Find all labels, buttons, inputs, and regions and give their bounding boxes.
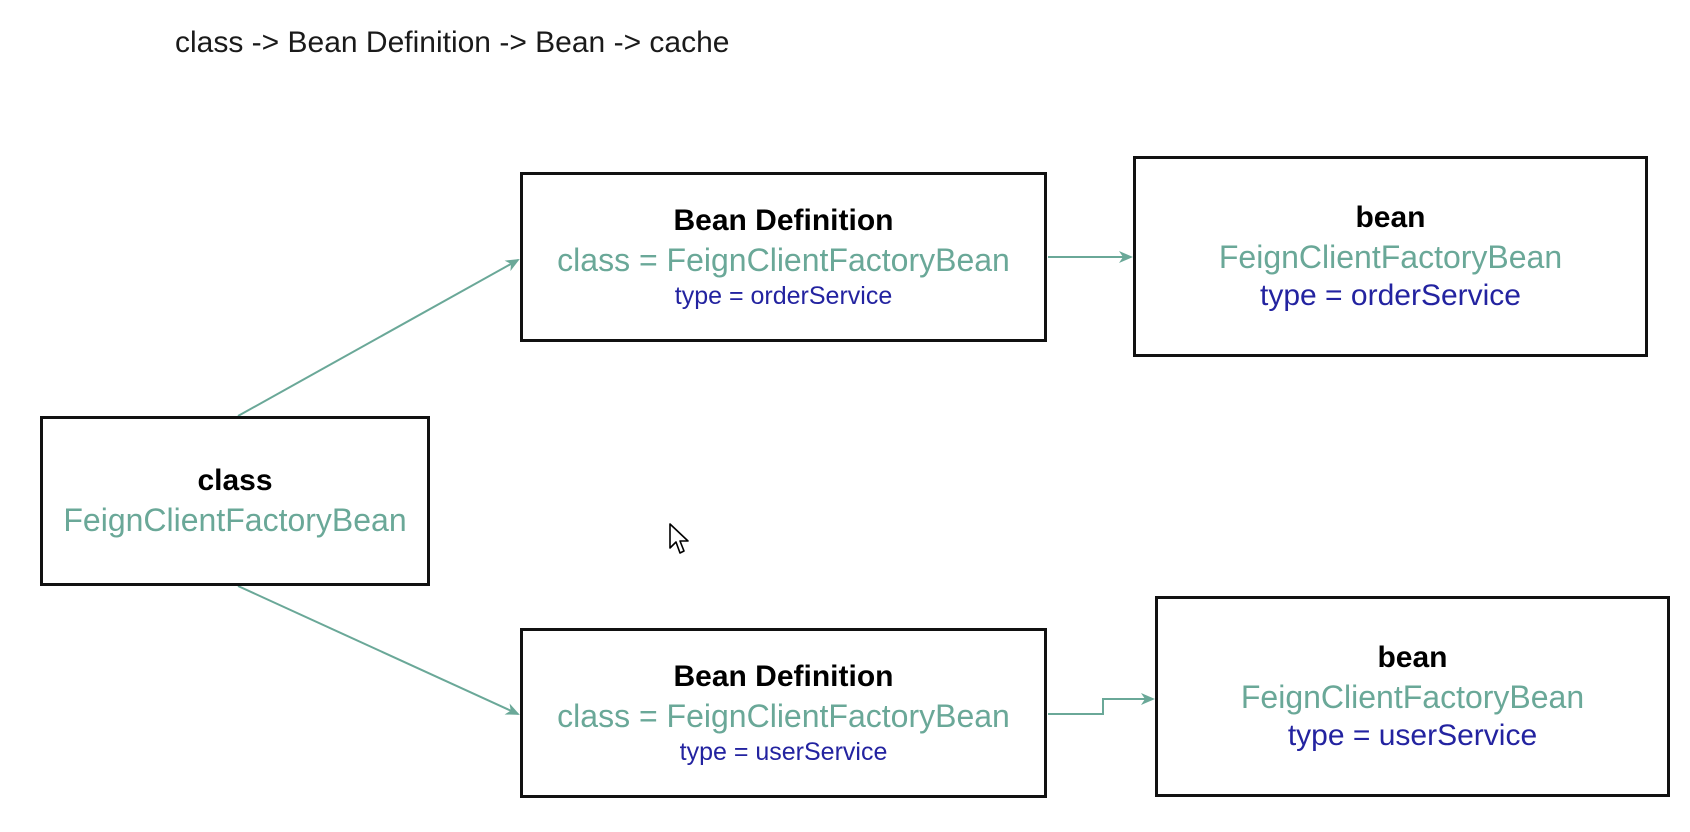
arrow-class-to-bean-definition-user <box>237 585 520 715</box>
class-box-title: class <box>197 464 273 497</box>
bean-user-box[interactable]: bean FeignClientFactoryBean type = userS… <box>1155 596 1670 797</box>
bean-definition-order-box[interactable]: Bean Definition class = FeignClientFacto… <box>520 172 1047 342</box>
class-box[interactable]: class FeignClientFactoryBean <box>40 416 430 586</box>
bean-order-box[interactable]: bean FeignClientFactoryBean type = order… <box>1133 156 1648 357</box>
bean-user-class-name: FeignClientFactoryBean <box>1240 678 1585 715</box>
bean-order-title: bean <box>1355 200 1426 234</box>
bean-definition-user-class: class = FeignClientFactoryBean <box>557 698 1010 734</box>
bean-definition-order-title: Bean Definition <box>673 204 894 237</box>
mouse-pointer-icon <box>669 523 689 554</box>
bean-definition-user-box[interactable]: Bean Definition class = FeignClientFacto… <box>520 628 1047 798</box>
bean-order-type: type = orderService <box>1260 278 1521 312</box>
bean-order-class-name: FeignClientFactoryBean <box>1218 238 1563 275</box>
bean-definition-user-type: type = userService <box>679 738 888 766</box>
bean-definition-order-class: class = FeignClientFactoryBean <box>557 242 1010 278</box>
bean-definition-user-title: Bean Definition <box>673 660 894 693</box>
class-box-class-name: FeignClientFactoryBean <box>63 502 407 538</box>
arrow-bean-definition-user-to-bean <box>1048 693 1155 715</box>
bean-user-type: type = userService <box>1287 718 1538 752</box>
bean-definition-order-type: type = orderService <box>674 282 893 310</box>
diagram-caption: class -> Bean Definition -> Bean -> cach… <box>175 26 730 59</box>
arrow-class-to-bean-definition-order <box>237 259 520 417</box>
bean-user-title: bean <box>1377 640 1448 674</box>
